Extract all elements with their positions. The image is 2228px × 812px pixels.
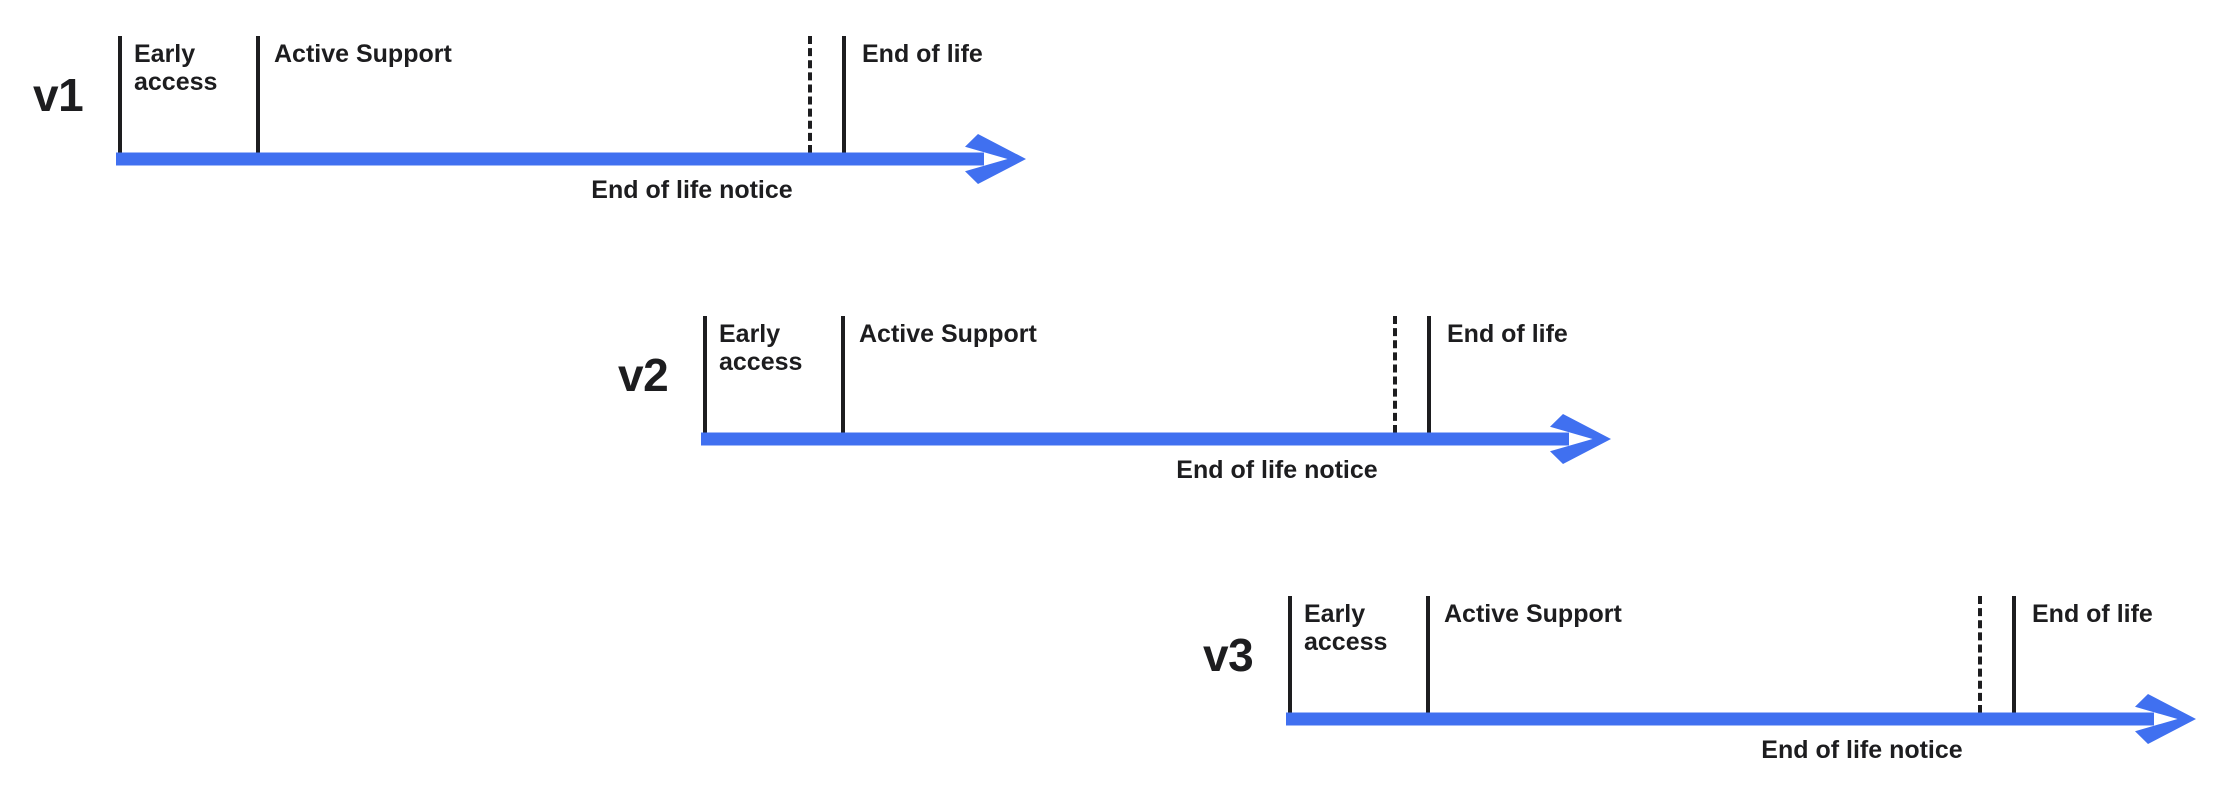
timeline-arrow-v1 (116, 133, 1026, 184)
phase-label-early-access-v3: Early access (1304, 600, 1388, 656)
tick-active-support-start-v3 (1426, 596, 1430, 713)
phase-label-active-support-v1: Active Support (274, 40, 452, 68)
end-of-life-notice-label-v3: End of life notice (1761, 736, 1963, 764)
phase-label-early-access-v1: Early access (134, 40, 218, 96)
phase-label-active-support-v2: Active Support (859, 320, 1037, 348)
tick-active-support-start-v1 (256, 36, 260, 153)
timeline-arrowhead-v1 (965, 133, 1026, 184)
timeline-arrowhead-v2 (1550, 413, 1611, 464)
timeline-shaft-v1 (116, 152, 984, 165)
tick-active-support-start-v2 (841, 316, 845, 433)
version-label-v1: v1 (33, 69, 84, 121)
timeline-arrow-v2 (701, 413, 1611, 464)
tick-early-access-start-v2 (703, 316, 707, 433)
timeline-shaft-v2 (701, 432, 1569, 445)
tick-end-of-life-start-v2 (1427, 316, 1431, 433)
tick-end-of-life-notice-v1 (808, 36, 812, 153)
tick-end-of-life-notice-v3 (1978, 596, 1982, 713)
timeline-shaft-v3 (1286, 712, 2154, 725)
end-of-life-notice-label-v1: End of life notice (591, 176, 793, 204)
tick-end-of-life-notice-v2 (1393, 316, 1397, 433)
phase-label-end-of-life-v3: End of life (2032, 600, 2153, 628)
end-of-life-notice-label-v2: End of life notice (1176, 456, 1378, 484)
phase-label-active-support-v3: Active Support (1444, 600, 1622, 628)
phase-label-end-of-life-v2: End of life (1447, 320, 1568, 348)
tick-end-of-life-start-v1 (842, 36, 846, 153)
phase-label-early-access-v2: Early access (719, 320, 803, 376)
timeline-arrow-v3 (1286, 693, 2196, 744)
phase-label-end-of-life-v1: End of life (862, 40, 983, 68)
version-label-v2: v2 (618, 349, 669, 401)
tick-early-access-start-v1 (118, 36, 122, 153)
tick-early-access-start-v3 (1288, 596, 1292, 713)
tick-end-of-life-start-v3 (2012, 596, 2016, 713)
version-label-v3: v3 (1203, 629, 1254, 681)
timeline-arrowhead-v3 (2135, 693, 2196, 744)
